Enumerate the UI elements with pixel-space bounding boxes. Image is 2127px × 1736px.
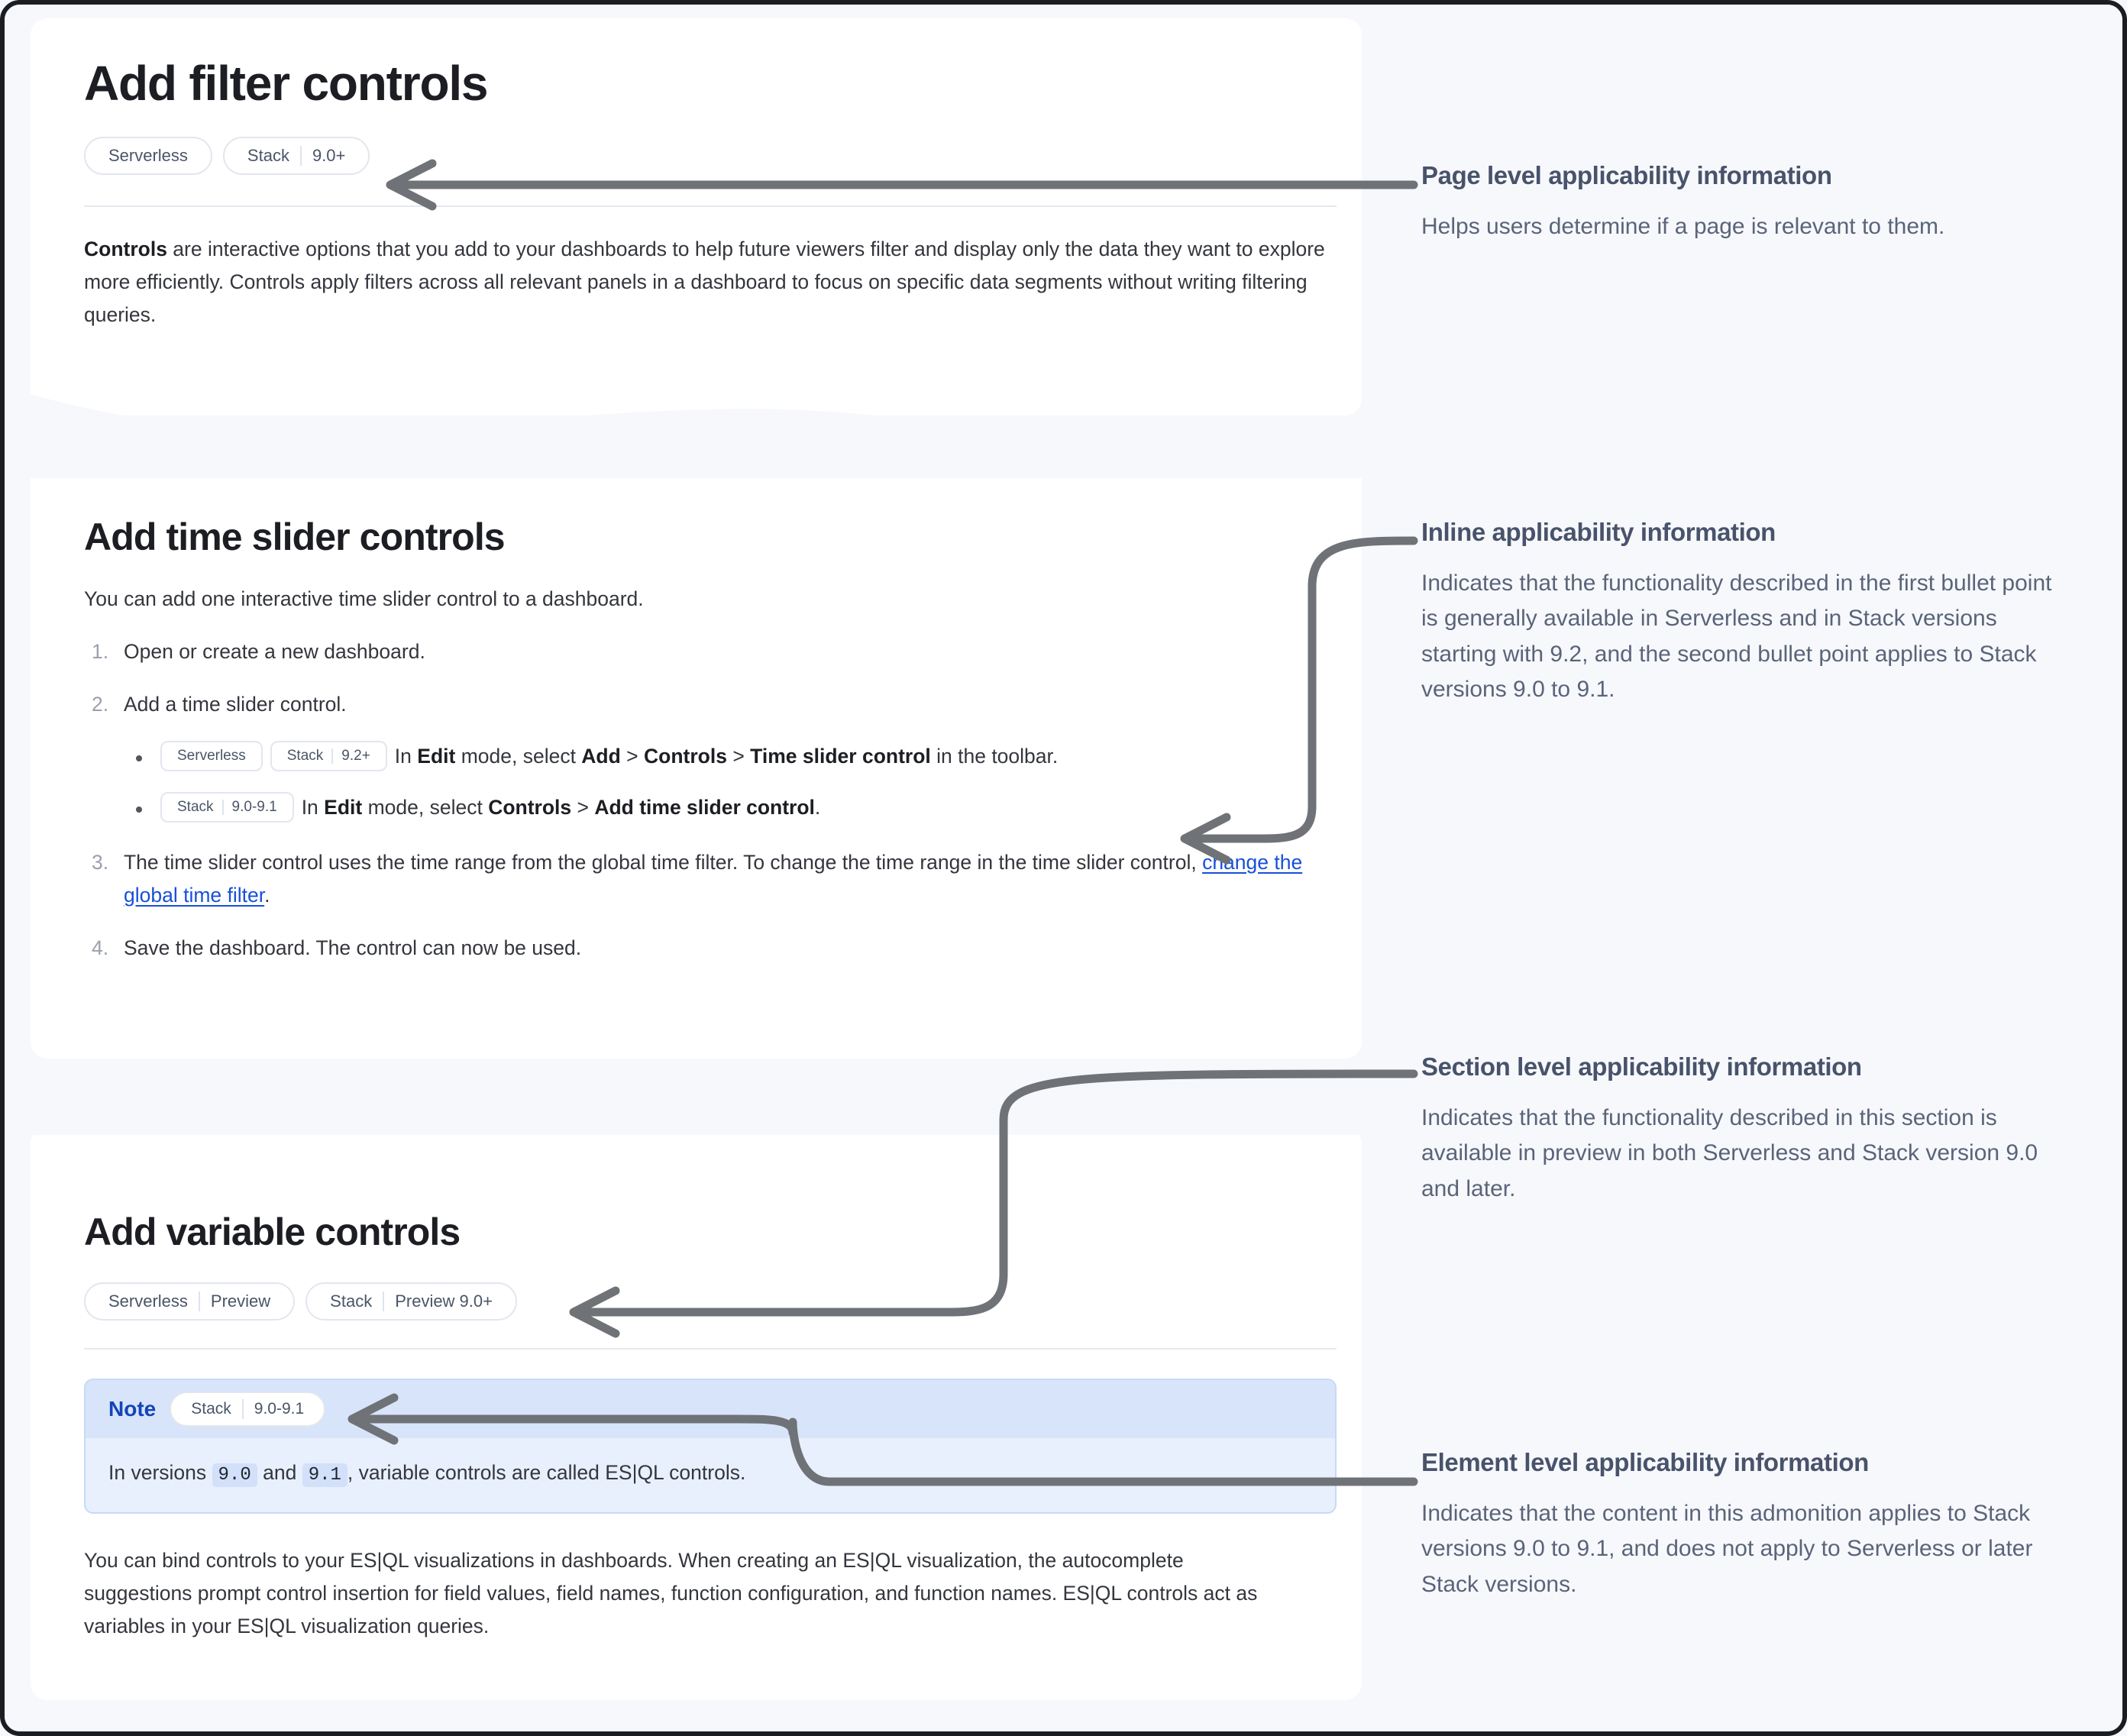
t: Add time slider control xyxy=(594,795,815,819)
note-body: In versions 9.0 and 9.1, variable contro… xyxy=(86,1438,1335,1512)
annotation-text: Indicates that the functionality describ… xyxy=(1421,570,2052,703)
t: mode, select xyxy=(455,744,582,768)
variable-controls-section: Add variable controls Serverless Preview… xyxy=(84,1211,1337,1643)
step-text: Open or create a new dashboard. xyxy=(124,639,425,663)
list-item: Save the dashboard. The control can now … xyxy=(84,932,1337,965)
list-item: Add a time slider control. Serverless St… xyxy=(84,688,1337,823)
page-header-block: Add filter controls Serverless Stack 9.0… xyxy=(84,56,1337,331)
badge-segment: Stack xyxy=(330,1291,373,1311)
badge-divider xyxy=(241,1399,244,1419)
screenshot-root: Add filter controls Serverless Stack 9.0… xyxy=(5,5,2122,1731)
annotation-page-level: Page level applicability information Hel… xyxy=(1421,161,2063,244)
note-header: Note Stack 9.0-9.1 xyxy=(86,1380,1335,1438)
page-applicability-badges: Serverless Stack 9.0+ xyxy=(84,137,1337,176)
badge-segment: Stack xyxy=(286,747,324,764)
badge-segment: Preview 9.0+ xyxy=(395,1291,493,1311)
code-version-91: 9.1 xyxy=(302,1463,347,1487)
badge-stack-version[interactable]: Stack 9.0+ xyxy=(222,137,370,176)
intro-bold-term: Controls xyxy=(84,238,167,261)
section-rule xyxy=(84,1348,1337,1350)
annotation-heading: Inline applicability information xyxy=(1421,518,1776,546)
annotation-heading: Element level applicability information xyxy=(1421,1448,1869,1476)
section-applicability-badges: Serverless Preview Stack Preview 9.0+ xyxy=(84,1282,1337,1321)
badge-segment: Serverless xyxy=(108,1291,188,1311)
t: Time slider control xyxy=(750,744,931,768)
badge-divider xyxy=(221,800,224,816)
note-label: Note xyxy=(108,1397,157,1421)
badge-divider xyxy=(383,1291,385,1311)
page-title: Add filter controls xyxy=(84,56,489,111)
time-slider-section-title: Add time slider controls xyxy=(84,516,506,558)
step-text: The time slider control uses the time ra… xyxy=(124,850,1203,874)
note-text: In versions xyxy=(108,1461,212,1484)
step-text: Save the dashboard. The control can now … xyxy=(124,936,582,959)
variable-section-title: Add variable controls xyxy=(84,1211,461,1253)
documentation-column: Add filter controls Serverless Stack 9.0… xyxy=(31,5,1362,1731)
code-version-90: 9.0 xyxy=(212,1463,257,1487)
badge-divider xyxy=(198,1291,200,1311)
annotation-section-level: Section level applicability information … xyxy=(1421,1052,2063,1207)
t: > xyxy=(726,744,751,768)
list-item: The time slider control uses the time ra… xyxy=(84,846,1337,912)
badge-stack-preview-version[interactable]: Stack Preview 9.0+ xyxy=(305,1282,517,1321)
t: Controls xyxy=(644,744,727,768)
badge-stack-version-range[interactable]: Stack 9.0-9.1 xyxy=(160,792,294,823)
list-item: Open or create a new dashboard. xyxy=(84,635,1337,668)
badge-stack-version-range[interactable]: Stack 9.0-9.1 xyxy=(170,1392,326,1427)
note-text: , variable controls are called ES|QL con… xyxy=(347,1461,746,1484)
variable-section-paragraph: You can bind controls to your ES|QL visu… xyxy=(84,1549,1258,1637)
badge-divider xyxy=(331,748,334,765)
note-text: and xyxy=(257,1461,302,1484)
bullet-text: In Edit mode, select Controls > Add time… xyxy=(302,792,821,823)
badge-segment: Preview xyxy=(210,1291,271,1311)
badge-segment: 9.2+ xyxy=(341,747,370,764)
badge-serverless-preview[interactable]: Serverless Preview xyxy=(84,1282,296,1321)
t: in the toolbar. xyxy=(930,744,1059,768)
badge-divider xyxy=(299,146,302,166)
t: . xyxy=(814,795,821,819)
annotation-text: Indicates that the functionality describ… xyxy=(1421,1104,2038,1201)
badge-segment: Serverless xyxy=(108,146,188,166)
annotation-element-level: Element level applicability information … xyxy=(1421,1448,2063,1602)
bullet-text: In Edit mode, select Add > Controls > Ti… xyxy=(395,741,1058,772)
inline-applicability-bullets: Serverless Stack 9.2+ In Edit mode, sele… xyxy=(124,741,1337,823)
badge-segment: 9.0+ xyxy=(312,146,346,166)
list-item: Serverless Stack 9.2+ In Edit mode, sele… xyxy=(124,741,1337,772)
annotation-text: Helps users determine if a page is relev… xyxy=(1421,213,1945,239)
badge-segment: 9.0-9.1 xyxy=(231,798,277,815)
t: Add xyxy=(581,744,621,768)
annotation-inline-level: Inline applicability information Indicat… xyxy=(1421,518,2063,708)
badge-segment: 9.0-9.1 xyxy=(254,1400,305,1418)
badge-segment: Serverless xyxy=(177,747,246,764)
list-item: Stack 9.0-9.1 In Edit mode, select Contr… xyxy=(124,792,1337,823)
time-slider-lead: You can add one interactive time slider … xyxy=(84,587,644,610)
annotation-heading: Section level applicability information xyxy=(1421,1052,1862,1081)
annotation-heading: Page level applicability information xyxy=(1421,161,1832,189)
badge-stack-version[interactable]: Stack 9.2+ xyxy=(270,741,387,772)
badge-segment: Stack xyxy=(177,798,214,815)
page-intro-card xyxy=(31,18,1362,415)
step-suffix: . xyxy=(264,883,270,907)
badge-segment: Stack xyxy=(247,146,289,166)
time-slider-steps-list: Open or create a new dashboard. Add a ti… xyxy=(84,635,1337,965)
step-text: Add a time slider control. xyxy=(124,692,347,716)
t: Controls xyxy=(488,795,572,819)
badge-serverless[interactable]: Serverless xyxy=(160,741,263,772)
badge-segment: Stack xyxy=(191,1400,231,1418)
header-rule xyxy=(84,205,1337,208)
note-admonition: Note Stack 9.0-9.1 In versions 9.0 and 9… xyxy=(84,1379,1337,1514)
t: In xyxy=(394,744,418,768)
t: In xyxy=(301,795,325,819)
t: > xyxy=(620,744,645,768)
t: mode, select xyxy=(362,795,489,819)
annotation-text: Indicates that the content in this admon… xyxy=(1421,1500,2033,1597)
t: Edit xyxy=(417,744,456,768)
time-slider-section: Add time slider controls You can add one… xyxy=(84,516,1337,984)
intro-rest: are interactive options that you add to … xyxy=(84,238,1325,327)
badge-serverless[interactable]: Serverless xyxy=(84,137,212,176)
t: > xyxy=(571,795,595,819)
t: Edit xyxy=(324,795,363,819)
page-intro-paragraph: Controls are interactive options that yo… xyxy=(84,233,1329,331)
